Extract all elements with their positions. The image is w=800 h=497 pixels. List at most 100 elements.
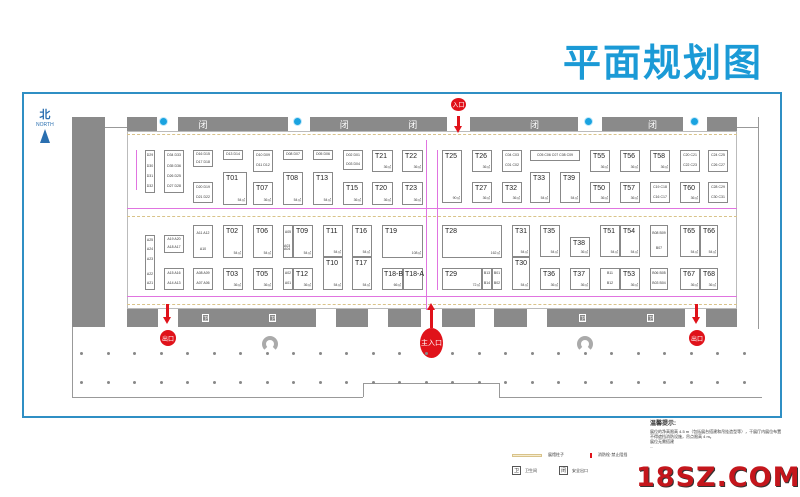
small-booth-group[interactable]: D13 D14 [223,150,243,160]
wall-line [105,127,127,128]
exit-arrow-icon [166,304,169,318]
tips-title: 温馨提示: [650,421,676,427]
small-booth-group[interactable]: D05 D06 [313,150,333,160]
small-booth-label: D02 D01 [346,152,360,157]
small-booth-label: D17 D18 [196,159,210,164]
small-booth-group[interactable]: D08 D07 [283,150,303,160]
small-booth-label: C05 C06 C07 C08 C09 [537,152,573,157]
booth-label: T50 [593,185,606,192]
hydrant-legend-icon [590,452,592,458]
small-booth-label: D11 D12 [256,163,270,168]
closed-label: 闭 [647,119,657,130]
booth-label: T15 [346,185,359,192]
entrance-badge: 入口 [451,98,466,111]
small-booth-label: C20 C21 [683,153,697,158]
small-booth-label: A03 A04 [284,243,291,252]
booth-area: 36㎡ [413,198,421,202]
pillar-dot [265,381,269,384]
small-booth-group[interactable]: C05 C06 C07 C08 C09 [530,150,580,161]
booth-area: 54㎡ [690,250,698,254]
booth-t18-a[interactable]: T18-A [403,268,424,290]
booth-area: 36㎡ [482,165,490,169]
small-booth-label: D08 D07 [286,152,300,157]
small-booth-label: A25 [146,237,154,242]
pillar-dot [371,381,375,384]
small-booth-label: D05 D06 [316,152,330,157]
booth-area: 108㎡ [411,251,421,255]
booth-area: 36㎡ [660,165,668,169]
